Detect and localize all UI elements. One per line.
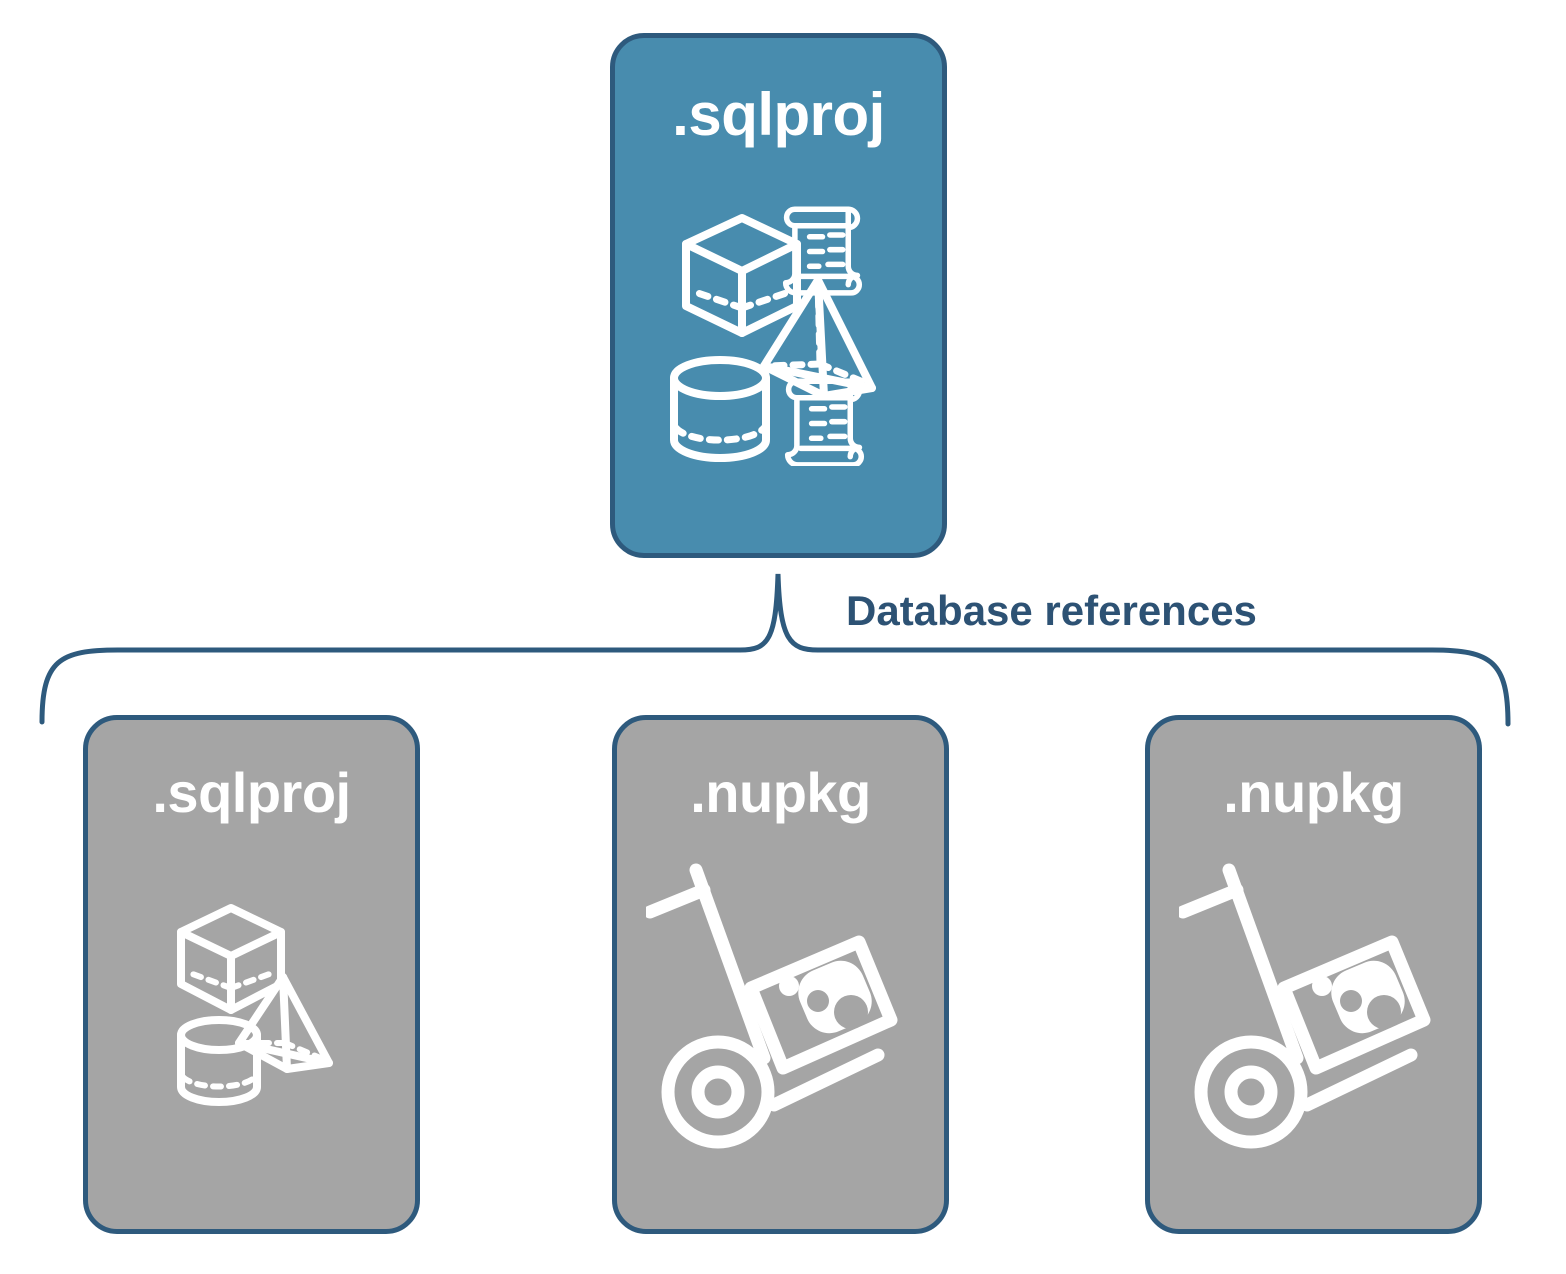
card-title: .sqlproj [152,761,351,824]
cylinder-icon [176,1016,261,1106]
card-icon-group [615,196,942,466]
card-icon-group [88,870,415,1120]
bracket-label: Database references [846,587,1257,634]
card-title: .nupkg [690,761,871,824]
scroll-icon [782,206,862,296]
cube-icon [176,904,285,1014]
card-title: .sqlproj [672,81,885,148]
card-nupkg-reference-2[interactable]: .nupkg [1145,715,1482,1234]
card-icon-group [1150,860,1477,1160]
sqlproj-shapes-icon-set [669,206,876,466]
cylinder-icon [669,356,770,462]
card-icon-group [617,860,944,1160]
hand-truck-package-icon [1178,863,1430,1149]
pyramid-icon [759,276,876,400]
card-title: .nupkg [1223,761,1404,824]
card-sqlproj-primary[interactable]: .sqlproj [610,33,947,558]
card-sqlproj-reference[interactable]: .sqlproj [83,715,420,1234]
pyramid-icon [234,973,333,1073]
scroll-icon [784,378,864,466]
cube-icon [681,214,801,337]
sqlproj-shapes-icon-set [176,904,333,1106]
hand-truck-package-icon [645,863,897,1149]
card-nupkg-reference-1[interactable]: .nupkg [612,715,949,1234]
